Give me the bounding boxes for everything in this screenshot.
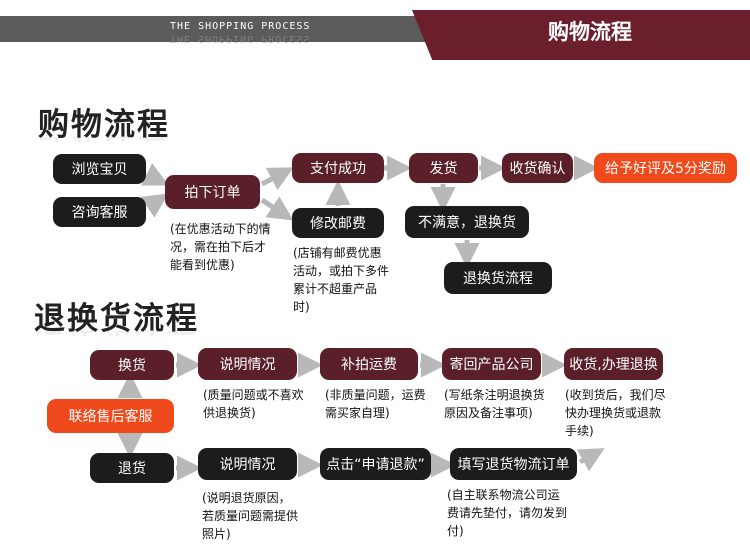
- send-back-note: (写纸条注明退换货原因及备注事项): [444, 388, 545, 420]
- header-title: 购物流程: [548, 20, 632, 44]
- send-back-box: 寄回产品公司: [442, 348, 541, 380]
- arrow-fill-receive: [576, 448, 605, 472]
- modify-postage-box: 修改邮费: [292, 208, 384, 238]
- header-tab: [412, 10, 750, 60]
- fill-waybill-note: (自主联系物流公司运费请先垫付，请勿发到付): [447, 488, 568, 538]
- explain-situation-exchange-box: 说明情况: [198, 348, 297, 380]
- ship-box: 发货: [409, 153, 478, 183]
- returns-section-title-reflection: 退换货流程: [34, 331, 199, 345]
- arrow-consult-bid: [140, 193, 169, 218]
- modify-postage-note: (店铺有邮费优惠活动，或拍下多件累计不超重产品时): [293, 246, 390, 314]
- place-order-box: 拍下订单: [165, 175, 260, 209]
- returns-section-title: 退换货流程: [34, 301, 199, 337]
- explain-refund-note: (说明退货原因，若质量问题需提供照片): [202, 491, 299, 541]
- place-order-note: (在优惠活动下的情况，需在拍下后才能看到优惠): [170, 222, 271, 272]
- browse-items-box: 浏览宝贝: [53, 154, 146, 184]
- confirm-receipt-box: 收货确认: [502, 153, 573, 183]
- pay-shipping-note: (非质量问题，运费需买家自理): [325, 388, 426, 420]
- exchange-box: 换货: [90, 350, 174, 380]
- good-review-box: 给予好评及5分奖励: [594, 153, 737, 183]
- arrow-bid-pay: [260, 167, 294, 191]
- consult-service-box: 咨询客服: [53, 197, 146, 227]
- fill-waybill-box: 填写退货物流订单: [450, 448, 577, 480]
- apply-refund-box: 点击“申请退款”: [320, 448, 431, 480]
- explain-situation-refund-box: 说明情况: [198, 448, 297, 480]
- arrow-bid-modify: [260, 196, 294, 221]
- contact-after-sales-box: 联络售后客服: [47, 399, 174, 433]
- refund-box: 退货: [90, 453, 174, 483]
- pay-shipping-box: 补拍运费: [320, 348, 418, 380]
- arrow-browse-bid: [140, 163, 169, 186]
- explain-exchange-note: (质量问题或不喜欢供退换货): [203, 388, 304, 420]
- shopping-section-title: 购物流程: [38, 107, 170, 143]
- unsatisfied-return-box: 不满意，退换货: [405, 206, 529, 238]
- receive-process-note: (收到货后，我们尽快办理换货或退款手续): [565, 388, 666, 438]
- header-english-title: THE SHOPPING PROCESS: [170, 21, 311, 32]
- return-flow-box: 退换货流程: [444, 262, 552, 294]
- payment-success-box: 支付成功: [292, 153, 384, 183]
- shopping-section-title-reflection: 购物流程: [38, 137, 170, 151]
- receive-process-box: 收货,办理退换: [564, 348, 663, 380]
